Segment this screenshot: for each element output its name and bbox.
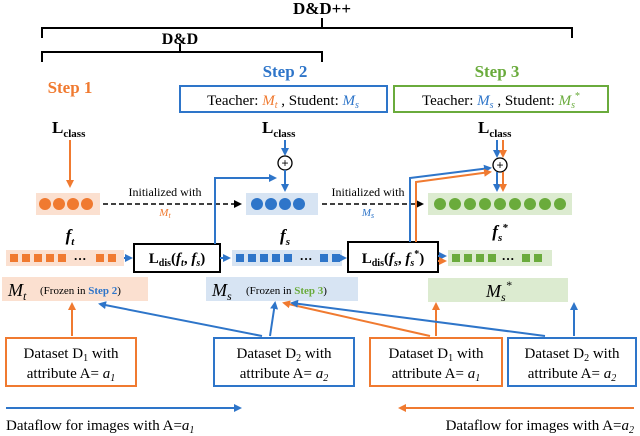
init-sub-1: Mt (158, 207, 171, 220)
step2-classifier-block (246, 193, 318, 215)
step3-role-text: Teacher: Ms , Student: Ms* (422, 91, 580, 111)
feature-ft-row: ··· (6, 250, 124, 266)
init-text-2: Initialized with (332, 185, 405, 199)
feature-ft-label: ft (66, 226, 76, 248)
step3-plus-node (492, 157, 508, 173)
ldis-step3-box (347, 241, 439, 273)
ldis2-to-plus-path (214, 174, 277, 244)
lclass-step2: Lclass (262, 118, 296, 140)
d1b-to-ms-arrow (282, 300, 431, 337)
svg-text:attribute A= a1: attribute A= a1 (27, 366, 115, 384)
feature-fs-row: ··· (232, 250, 342, 266)
svg-text:···: ··· (73, 251, 86, 266)
svg-text:(Frozen in Step 2): (Frozen in Step 2) (40, 285, 121, 297)
svg-text:Lclass: Lclass (262, 118, 296, 140)
step1-classifier-block (36, 193, 100, 215)
svg-text:Dataset D2 with: Dataset D2 with (525, 346, 620, 364)
feature-fs-star-row: ··· (448, 250, 552, 266)
dataset-box-1: Dataset D1 with attribute A= a1 (5, 337, 137, 387)
svg-text:···: ··· (501, 251, 514, 266)
step3-label: Step 3 (475, 62, 520, 81)
svg-text:Ms*: Ms* (485, 278, 512, 304)
svg-text:Lclass: Lclass (52, 118, 86, 140)
step2-label: Step 2 (263, 62, 308, 81)
svg-text:Lclass: Lclass (478, 118, 512, 140)
dataset-box-3: Dataset D1 with attribute A= a1 (369, 337, 503, 387)
model-ms-block: Ms (Frozen in Step 3) (206, 277, 358, 303)
feature-fs-star-label: fs* (492, 222, 508, 244)
legend-blue-text: Dataflow for images with A=a1 (6, 418, 194, 436)
step1-label: Step 1 (48, 78, 93, 97)
step2-role-text: Teacher: Mt , Student: Ms (207, 93, 359, 111)
svg-text:(Frozen in Step 3): (Frozen in Step 3) (246, 285, 327, 297)
init-sub-2: Ms (361, 207, 374, 220)
step3-classifier-block (428, 193, 572, 215)
dd-plus-label: D&D++ (293, 0, 351, 18)
d2b-to-ms-arrow (290, 299, 546, 337)
ldis-step2-text: Ldis(ft, fs) (149, 251, 205, 269)
svg-text:Dataset D1 with: Dataset D1 with (24, 346, 119, 364)
lclass-step1: Lclass (52, 118, 86, 140)
svg-text:Mt: Mt (7, 280, 27, 303)
svg-text:Dataset D1 with: Dataset D1 with (389, 346, 484, 364)
step2-role-box (179, 85, 388, 113)
dd-plus-brace (41, 18, 573, 38)
dataset-box-4: Dataset D2 with attribute A= a2 (507, 337, 637, 387)
svg-text:attribute A= a2: attribute A= a2 (240, 366, 328, 384)
dd-label: D&D (162, 31, 198, 48)
svg-text:Ms: Ms (211, 280, 232, 303)
d2-to-mt-arrow (98, 301, 263, 337)
step3-role-box (393, 85, 609, 113)
ldis3-to-plus-path-orange (415, 168, 492, 242)
feature-fs-label: fs (280, 226, 290, 248)
step3-plus-sign: + (496, 158, 503, 172)
model-mt-block: Mt (Frozen in Step 2) (2, 277, 148, 303)
ldis3-to-plus-path-blue (409, 164, 492, 242)
init-text-1: Initialized with (129, 185, 202, 199)
d2-to-ms-arrow (269, 301, 279, 337)
svg-text:Dataset D2 with: Dataset D2 with (237, 346, 332, 364)
step2-plus-sign: + (281, 156, 288, 170)
svg-text:attribute A= a2: attribute A= a2 (528, 366, 616, 384)
dataset-box-2: Dataset D2 with attribute A= a2 (213, 337, 355, 387)
svg-text:attribute A= a1: attribute A= a1 (392, 366, 480, 384)
svg-text:···: ··· (299, 251, 312, 266)
lclass-step3: Lclass (478, 118, 512, 140)
dd-brace (41, 44, 323, 62)
model-ms-star-block: Ms* (428, 278, 568, 304)
ldis-step2-box (133, 243, 221, 273)
legend-orange-text: Dataflow for images with A=a2 (446, 418, 634, 436)
